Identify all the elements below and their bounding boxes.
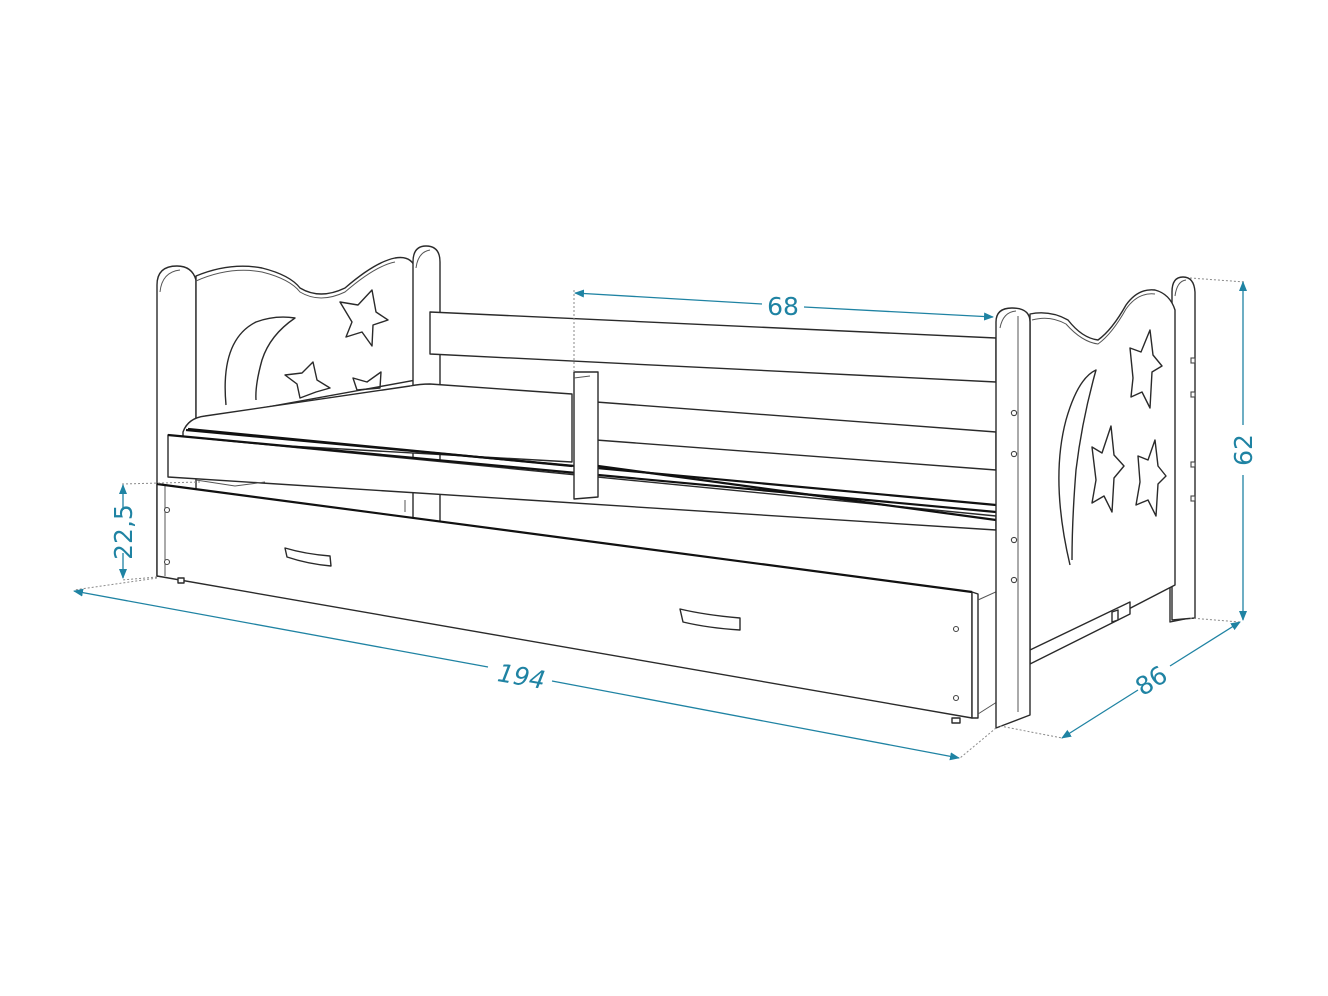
left-moon-icon xyxy=(224,316,296,406)
left-star-icon xyxy=(284,361,331,399)
left-star-icon xyxy=(352,371,382,391)
right-star-icon xyxy=(1129,329,1163,409)
left-star-icon xyxy=(339,289,389,347)
right-star-icon xyxy=(1091,425,1125,513)
dimension-label-62: 62 xyxy=(1229,434,1258,466)
drawer-handle-left[interactable] xyxy=(284,547,332,567)
right-footboard xyxy=(995,276,1196,729)
right-back-post xyxy=(1171,276,1196,621)
dimension-width: 86 xyxy=(1061,621,1241,739)
dimension-label-22-5: 22,5 xyxy=(109,504,138,560)
dimension-height: 62 xyxy=(1229,281,1258,621)
dimension-label-194: 194 xyxy=(495,658,547,695)
rail-lower-board xyxy=(595,401,997,471)
left-headboard-panel xyxy=(195,256,417,421)
right-moon-icon xyxy=(1058,369,1097,566)
mattress-top xyxy=(182,383,573,463)
drawer xyxy=(156,479,1001,724)
rail-top-board xyxy=(429,311,997,383)
drawer-handle-right[interactable] xyxy=(679,608,741,631)
dimension-label-68: 68 xyxy=(767,292,799,321)
rail-post xyxy=(573,371,599,500)
dimension-rail-opening: 68 xyxy=(574,289,994,321)
right-star-icon xyxy=(1135,439,1167,517)
dimension-drawer-height: 22,5 xyxy=(109,484,138,579)
dimension-label-86: 86 xyxy=(1130,660,1172,702)
right-front-post xyxy=(995,307,1031,729)
safety-rail xyxy=(429,311,997,522)
right-footboard-panel xyxy=(1029,289,1176,661)
